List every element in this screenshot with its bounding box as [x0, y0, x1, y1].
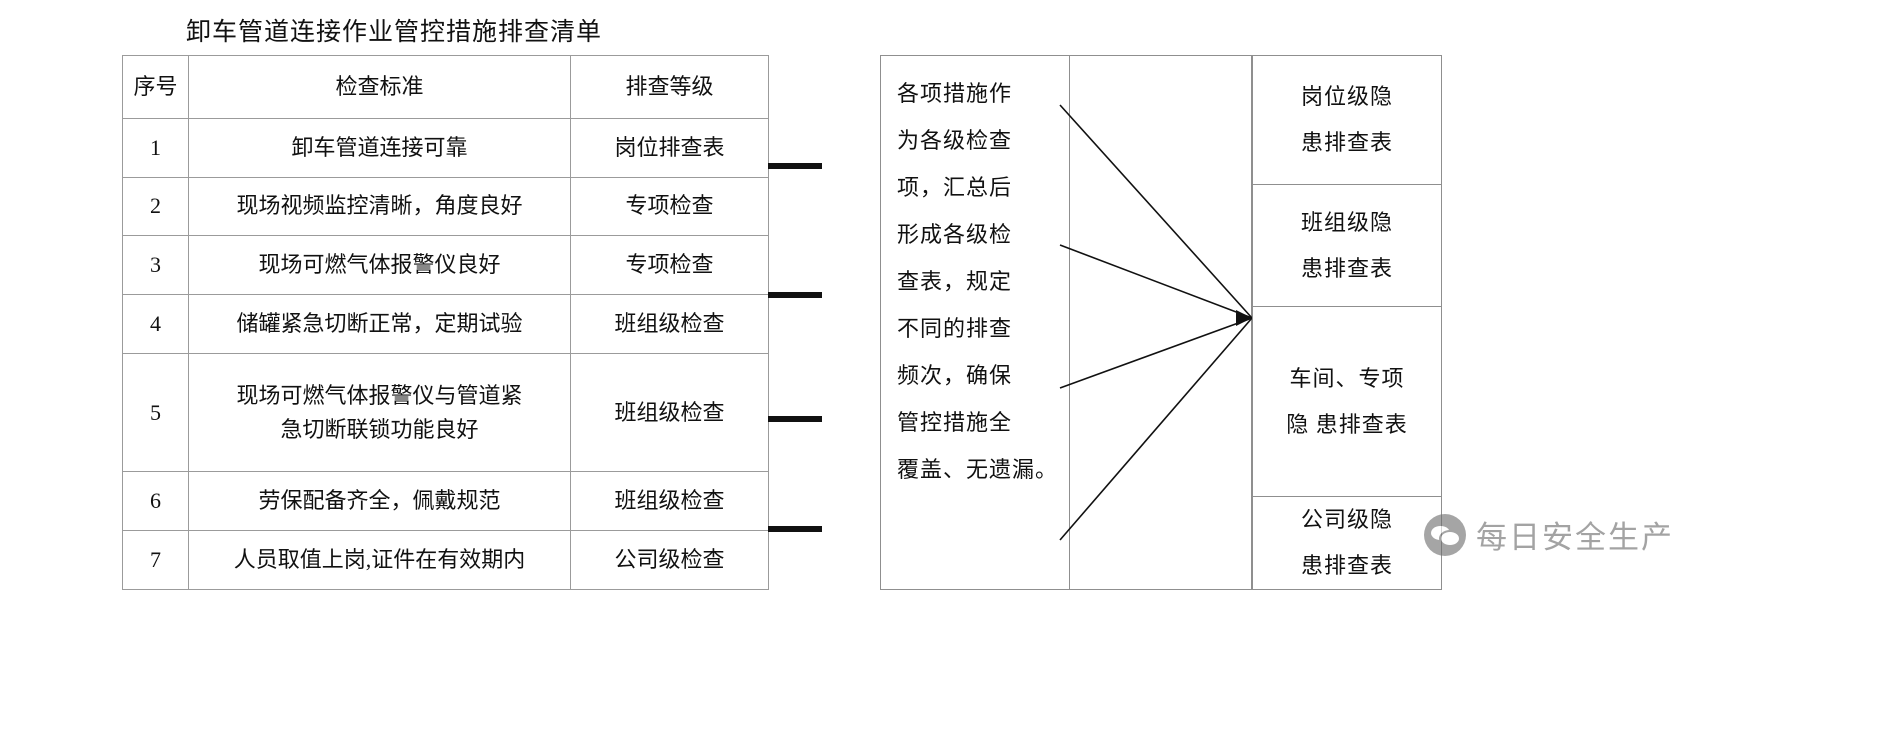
row-level: 班组级检查: [570, 352, 769, 473]
row-no: 5: [122, 352, 189, 473]
row-standard: 现场视频监控清晰，角度良好: [188, 176, 571, 237]
row-level: 班组级检查: [570, 471, 769, 532]
row-no: 2: [122, 176, 189, 237]
wechat-logo-icon: [1424, 513, 1466, 556]
row-standard-line1: 现场可燃气体报警仪与管道紧: [236, 382, 523, 408]
row-standard-line2: 急切断联锁功能良好: [280, 416, 479, 442]
checklist-table: 序号 检查标准 排查等级 1 卸车管道连接可靠 岗位排查表 2 现场视频监控清晰…: [122, 55, 769, 590]
summary-line: 管控措施全: [897, 410, 1013, 435]
row-standard: 卸车管道连接可靠: [188, 117, 571, 178]
summary-line: 不同的排查: [897, 316, 1013, 341]
row-standard: 储罐紧急切断正常，定期试验: [188, 294, 571, 354]
connector-spacer-column: [1070, 55, 1252, 590]
row-no: 7: [122, 530, 189, 590]
table-row: 2 现场视频监控清晰，角度良好 专项检查: [122, 176, 769, 237]
table-header-row: 序号 检查标准 排查等级: [122, 55, 769, 119]
arrow-right-icon: [768, 157, 860, 175]
watermark: 每日安全生产: [1424, 512, 1674, 557]
row-no: 4: [122, 294, 189, 354]
row-level: 专项检查: [570, 176, 769, 237]
watermark-text: 每日安全生产: [1476, 520, 1674, 555]
row-level: 岗位排查表: [570, 117, 769, 178]
output-box-list: 岗位级隐 患排查表 班组级隐 患排查表 车间、专项 隐 患排查表 公司级隐 患排…: [1252, 55, 1442, 590]
summary-line: 项，汇总后: [897, 175, 1013, 200]
output-box-line1: 岗位级隐: [1300, 84, 1393, 109]
table-row: 5 现场可燃气体报警仪与管道紧 急切断联锁功能良好 班组级检查: [122, 352, 769, 473]
summary-line: 频次，确保: [897, 363, 1013, 388]
output-box-workshop-special: 车间、专项 隐 患排查表: [1252, 307, 1442, 497]
output-box-line1: 班组级隐: [1300, 209, 1393, 235]
arrow-right-icon: [768, 410, 860, 428]
row-level: 班组级检查: [570, 294, 769, 354]
output-box-line1: 车间、专项: [1289, 365, 1405, 391]
table-row: 1 卸车管道连接可靠 岗位排查表: [122, 117, 769, 178]
output-box-company-level: 公司级隐 患排查表: [1252, 497, 1442, 590]
output-box-line2: 隐 患排查表: [1286, 411, 1408, 437]
output-box-line1: 公司级隐: [1300, 507, 1393, 532]
page-title: 卸车管道连接作业管控措施排查清单: [186, 19, 603, 46]
row-standard: 现场可燃气体报警仪与管道紧 急切断联锁功能良好: [188, 352, 571, 473]
arrow-right-icon: [768, 286, 860, 304]
row-standard: 劳保配备齐全，佩戴规范: [188, 471, 571, 532]
output-box-team-level: 班组级隐 患排查表: [1252, 185, 1442, 307]
row-standard: 人员取值上岗,证件在有效期内: [188, 530, 571, 590]
output-box-position-level: 岗位级隐 患排查表: [1252, 55, 1442, 185]
summary-text-box: 各项措施作 为各级检查 项，汇总后 形成各级检 查表，规定 不同的排查 频次，确…: [880, 55, 1070, 590]
column-header-level: 排查等级: [570, 55, 769, 119]
column-header-no: 序号: [122, 55, 189, 119]
summary-line: 查表，规定: [897, 269, 1013, 294]
table-row: 3 现场可燃气体报警仪良好 专项检查: [122, 235, 769, 296]
output-box-line2: 患排查表: [1300, 255, 1393, 281]
summary-line: 为各级检查: [897, 128, 1013, 153]
output-box-line2: 患排查表: [1300, 553, 1393, 578]
summary-line: 覆盖、无遗漏。: [897, 457, 1059, 482]
row-level: 公司级检查: [570, 530, 769, 590]
table-row: 7 人员取值上岗,证件在有效期内 公司级检查: [122, 530, 769, 590]
row-level: 专项检查: [570, 235, 769, 296]
arrow-right-icon: [768, 520, 860, 538]
row-no: 6: [122, 471, 189, 532]
output-box-line2: 患排查表: [1300, 130, 1393, 155]
row-no: 1: [122, 117, 189, 178]
table-row: 6 劳保配备齐全，佩戴规范 班组级检查: [122, 471, 769, 532]
table-row: 4 储罐紧急切断正常，定期试验 班组级检查: [122, 294, 769, 354]
summary-line: 各项措施作: [897, 81, 1013, 106]
row-no: 3: [122, 235, 189, 296]
row-standard: 现场可燃气体报警仪良好: [188, 235, 571, 296]
column-header-standard: 检查标准: [188, 55, 571, 119]
summary-line: 形成各级检: [897, 222, 1013, 247]
